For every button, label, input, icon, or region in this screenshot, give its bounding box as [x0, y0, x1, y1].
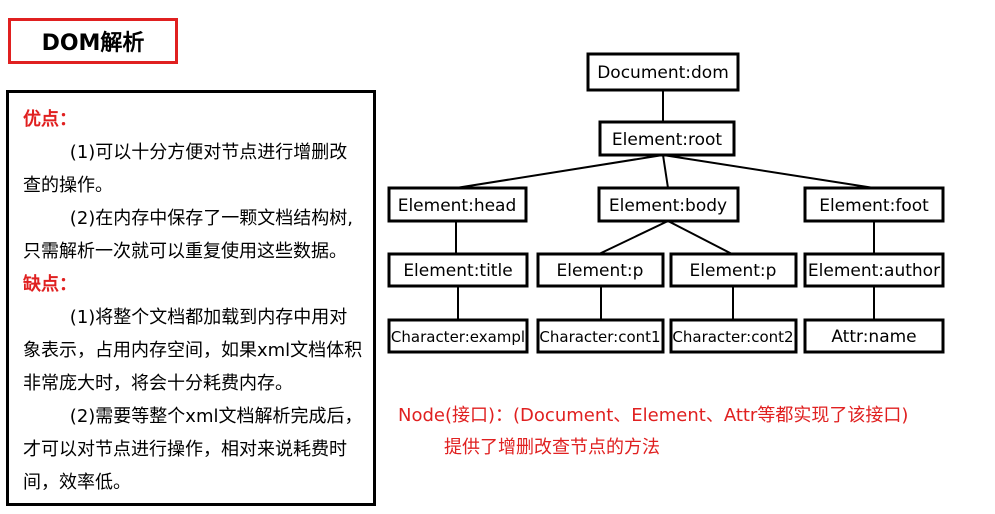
node-char-cont1-label: Character:cont1: [539, 328, 660, 346]
node-interface-note-line2: 提供了增删改查节点的方法: [444, 437, 660, 458]
node-author: Element:author: [803, 252, 945, 288]
node-char-example-label: Character:exampl: [391, 328, 525, 346]
node-body-label: Element:body: [609, 196, 727, 216]
node-head-label: Element:head: [398, 196, 517, 216]
node-foot: Element:foot: [803, 186, 945, 223]
node-p2: Element:p: [669, 252, 798, 288]
node-char-cont2: Character:cont2: [669, 318, 798, 354]
node-foot-label: Element:foot: [819, 196, 929, 216]
node-interface-note-line1: Node(接口)：(Document、Element、Attr等都实现了该接口): [398, 405, 909, 426]
cons-heading: 缺点：: [23, 274, 77, 295]
cons-item-1: (1)将整个文档都加载到内存中用对象表示，占用内存空间，如果xml文档体积非常庞…: [23, 307, 363, 394]
node-document-label: Document:dom: [597, 63, 729, 83]
node-interface-note: Node(接口)：(Document、Element、Attr等都实现了该接口)…: [398, 400, 908, 464]
node-p1-label: Element:p: [557, 261, 644, 281]
node-author-label: Element:author: [808, 261, 940, 281]
edge-root-head: [455, 154, 664, 189]
pros-item-1: (1)可以十分方便对节点进行增删改查的操作。: [23, 142, 348, 196]
node-p2-label: Element:p: [690, 261, 777, 281]
pros-heading: 优点：: [23, 109, 77, 130]
node-root: Element:root: [598, 120, 736, 157]
node-document: Document:dom: [586, 52, 740, 92]
edge-body-p2: [667, 220, 733, 255]
node-root-label: Element:root: [612, 130, 723, 150]
node-title: Element:title: [387, 252, 529, 288]
notes-panel: 优点： (1)可以十分方便对节点进行增删改查的操作。 (2)在内存中保存了一颗文…: [6, 90, 376, 506]
edge-body-p1: [598, 220, 669, 255]
node-char-cont1: Character:cont1: [536, 318, 665, 354]
edge-root-body: [662, 154, 669, 189]
node-title-label: Element:title: [403, 261, 512, 281]
pros-item-2: (2)在内存中保存了一颗文档结构树,只需解析一次就可以重复使用这些数据。: [23, 208, 354, 262]
node-body: Element:body: [597, 186, 740, 223]
node-p1: Element:p: [536, 252, 665, 288]
node-head: Element:head: [387, 186, 528, 223]
node-attr-name: Attr:name: [803, 318, 945, 354]
edge-root-foot: [662, 154, 875, 189]
section-title: DOM解析: [8, 18, 178, 64]
node-char-example: Character:exampl: [387, 318, 529, 354]
node-attr-name-label: Attr:name: [831, 327, 916, 347]
node-char-cont2-label: Character:cont2: [672, 328, 793, 346]
cons-item-2: (2)需要等整个xml文档解析完成后，才可以对节点进行操作，相对来说耗费时间，效…: [23, 406, 363, 493]
